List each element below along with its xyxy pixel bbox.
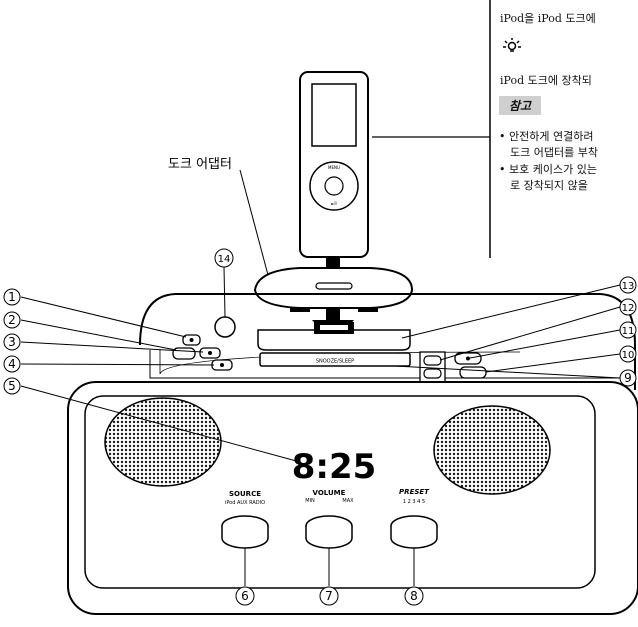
svg-text:2: 2 xyxy=(8,313,16,327)
callout-7: 7 xyxy=(319,586,339,606)
svg-text:8: 8 xyxy=(410,589,418,603)
dock-adapter-label: 도크 어댑터 xyxy=(168,157,232,172)
callout-9: 9 xyxy=(619,369,637,387)
callout-markers: 1 2 3 4 5 6 7 8 9 10 11 12 13 14 xyxy=(3,248,637,606)
leader-lines xyxy=(20,266,621,586)
callout-13: 13 xyxy=(619,276,637,294)
source-label: SOURCE xyxy=(229,490,261,498)
svg-text:11: 11 xyxy=(622,326,635,337)
callout-10: 10 xyxy=(619,345,637,363)
callout-2: 2 xyxy=(3,311,21,329)
volume-max: MAX xyxy=(342,498,354,504)
callout-4: 4 xyxy=(3,355,21,373)
note-bullet-1a: • 안전하게 연결하려 xyxy=(499,130,594,143)
knob-14 xyxy=(214,316,236,338)
ipod-dock xyxy=(257,322,411,351)
callout-12: 12 xyxy=(619,298,637,316)
volume-label: VOLUME xyxy=(313,489,346,497)
svg-text:10: 10 xyxy=(622,350,635,361)
note-bullet-2b: 로 장착되지 않을 xyxy=(510,179,588,192)
volume-knob xyxy=(305,515,353,549)
svg-text:MENU: MENU xyxy=(328,165,340,170)
note-line-1: iPod을 iPod 도크에 xyxy=(500,12,596,25)
svg-text:1: 1 xyxy=(8,290,16,304)
svg-text:4: 4 xyxy=(8,357,16,371)
svg-text:SNOOZE/SLEEP: SNOOZE/SLEEP xyxy=(316,359,354,365)
svg-text:12: 12 xyxy=(622,303,635,314)
source-knob xyxy=(221,515,269,549)
svg-text:7: 7 xyxy=(325,589,333,603)
callout-3: 3 xyxy=(3,333,21,351)
left-speaker-grille xyxy=(104,397,222,487)
right-buttons xyxy=(419,351,487,383)
left-buttons xyxy=(172,334,233,371)
callout-1: 1 xyxy=(3,288,21,306)
note-bullet-1b: 도크 어댑터를 부착 xyxy=(510,146,598,159)
ipod: MENU ►II xyxy=(299,71,369,258)
callout-5: 5 xyxy=(3,377,21,395)
note-bullet-2a: • 보호 케이스가 있는 xyxy=(499,163,597,176)
note-badge: 참고 xyxy=(499,96,542,115)
right-speaker-grille xyxy=(433,405,551,495)
callout-14: 14 xyxy=(214,248,234,268)
dock-adapter xyxy=(253,267,414,312)
svg-text:9: 9 xyxy=(624,371,632,385)
clock-display: 8:25 xyxy=(292,447,377,487)
callout-6: 6 xyxy=(235,586,255,606)
svg-text:14: 14 xyxy=(218,254,231,265)
source-options: iPod AUX RADIO xyxy=(225,500,265,506)
svg-text:6: 6 xyxy=(241,589,249,603)
volume-min: MIN xyxy=(305,498,315,504)
svg-text:5: 5 xyxy=(8,379,16,393)
note-line-2: iPod 도크에 장착되 xyxy=(500,74,592,87)
preset-knob xyxy=(390,515,438,549)
svg-text:3: 3 xyxy=(8,335,16,349)
snooze-sleep-bar xyxy=(259,352,411,367)
svg-text:►II: ►II xyxy=(331,201,336,206)
svg-text:13: 13 xyxy=(622,281,635,292)
preset-options: 1 2 3 4 5 xyxy=(403,499,425,505)
preset-label: PRESET xyxy=(399,488,430,496)
callout-8: 8 xyxy=(404,586,424,606)
callout-11: 11 xyxy=(619,321,637,339)
tip-icon xyxy=(503,38,521,52)
dock-adapter-leader xyxy=(239,169,269,276)
